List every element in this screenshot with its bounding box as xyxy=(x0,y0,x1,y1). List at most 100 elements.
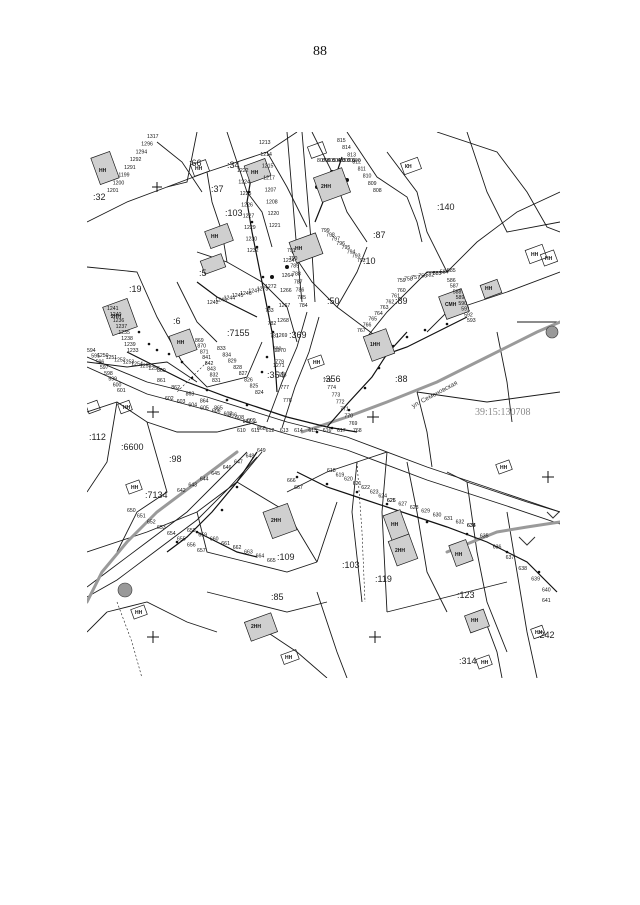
point-number-label: 587 xyxy=(450,284,459,290)
point-number-label: 804 xyxy=(332,158,341,164)
point-number-label: 800 xyxy=(352,158,361,164)
point-number-label: 667 xyxy=(294,485,303,491)
point-number-label: 797 xyxy=(331,237,340,243)
point-number-label: 604 xyxy=(188,402,197,408)
building-label: НН xyxy=(485,286,493,292)
point-number-label: 1213 xyxy=(259,140,271,146)
building-label: НН xyxy=(251,170,259,176)
point-number-label: 789 xyxy=(290,264,299,270)
point-number-label: 613 xyxy=(280,428,289,434)
parcel-label: :369 xyxy=(289,330,307,340)
point-number-label: 781 xyxy=(270,334,279,340)
point-number-label: 616 xyxy=(323,428,332,434)
point-number-label: 641 xyxy=(542,598,551,604)
parcel-label: :85 xyxy=(271,592,284,602)
parcel-label: :10 xyxy=(363,256,376,266)
point-number-label: 813 xyxy=(347,152,356,158)
point-number-label: 791 xyxy=(287,248,296,254)
point-number-label: 766 xyxy=(363,322,372,328)
point-number-label: 592 xyxy=(464,312,473,318)
building-label: НН xyxy=(123,405,131,411)
point-number-label: 585 xyxy=(447,268,456,274)
point-number-label: 871 xyxy=(200,349,209,355)
parcel-label: :87 xyxy=(373,230,386,240)
point-number-label: 1201 xyxy=(107,188,119,194)
point-number-label: 1200 xyxy=(113,180,125,186)
point-number-label: 782 xyxy=(268,321,277,327)
buildings-outline xyxy=(87,141,559,670)
point-number-label: 777 xyxy=(280,385,289,391)
point-number-label: 773 xyxy=(332,392,341,398)
point-number-label: 842 xyxy=(205,361,214,367)
parcel-label: :32 xyxy=(93,192,106,202)
point-number-label: 1272 xyxy=(265,284,277,290)
point-number-label: 608 xyxy=(235,415,244,421)
point-number-label: 1266 xyxy=(280,288,292,294)
main-street xyxy=(87,132,560,598)
building-label: 2НН xyxy=(111,314,121,320)
point-number-label: 610 xyxy=(237,428,246,434)
point-number-label: 829 xyxy=(228,359,237,365)
point-number-label: 865 xyxy=(214,405,223,411)
parcel-label: :242 xyxy=(537,630,555,640)
parcel-label: :123 xyxy=(457,590,475,600)
building-label: КН xyxy=(405,164,412,170)
point-number-label: 619 xyxy=(336,472,345,478)
point-number-label: 799 xyxy=(321,228,330,234)
building-label: НН xyxy=(195,166,203,172)
point-number-label: 1207 xyxy=(265,187,277,193)
point-number-label: 770 xyxy=(344,414,353,420)
point-number-label: 627 xyxy=(398,502,407,508)
round-markers xyxy=(117,325,559,598)
parcel-label: :354 xyxy=(267,370,285,380)
point-number-label: 793 xyxy=(352,254,361,260)
point-number-label: 1251 xyxy=(106,355,118,361)
point-number-label: 784 xyxy=(299,303,308,309)
point-number-label: 860 xyxy=(157,368,166,374)
point-number-label: 841 xyxy=(202,355,211,361)
point-number-label: 1241 xyxy=(107,306,119,312)
point-number-label: 665 xyxy=(267,558,276,564)
point-number-label: 609 xyxy=(247,418,256,424)
point-number-label: 780 xyxy=(273,347,282,353)
point-number-label: 637 xyxy=(506,555,515,561)
point-number-label: 591 xyxy=(461,307,470,313)
point-number-label: 649 xyxy=(257,448,266,454)
point-number-label: 803 xyxy=(337,158,346,164)
point-number-label: 1199 xyxy=(118,173,129,179)
point-number-label: 640 xyxy=(542,587,551,593)
point-number-label: 1229 xyxy=(244,225,256,231)
point-number-label: 593 xyxy=(467,318,476,324)
point-number-label: 642 xyxy=(177,488,186,494)
point-number-label: 806 xyxy=(322,158,331,164)
point-number-label: 758 xyxy=(404,277,413,283)
parcel-label: :103 xyxy=(342,560,360,570)
map-svg: :66 :34 :37 :32 :103 :87 :140 :10 :5 :19… xyxy=(87,132,560,678)
point-number-label: 811 xyxy=(358,167,366,173)
point-number-label: 594 xyxy=(87,348,96,354)
parcel-label: :7134 xyxy=(145,490,168,500)
building-label: НН xyxy=(500,465,508,471)
point-number-label: 774 xyxy=(327,385,336,391)
point-number-label: 783 xyxy=(265,308,274,314)
point-number-label: 625 xyxy=(387,498,396,504)
point-number-label: 595 xyxy=(91,354,100,360)
point-number-label: 634 xyxy=(467,523,476,529)
point-number-label: 787 xyxy=(294,279,303,285)
point-number-label: 1217 xyxy=(263,176,275,182)
point-number-label: 647 xyxy=(234,459,243,465)
point-number-label: 606 xyxy=(212,409,221,415)
parcel-label: :19 xyxy=(129,284,142,294)
parcel-label: :7155 xyxy=(227,328,250,338)
point-number-label: 1243 xyxy=(215,298,227,304)
point-number-label: 1244 xyxy=(224,295,236,301)
parcel-label: :103 xyxy=(225,208,243,218)
point-number-label: 764 xyxy=(374,311,383,317)
building-label: НН xyxy=(211,234,219,240)
point-number-label: 1250 xyxy=(97,353,109,359)
point-number-label: 643 xyxy=(188,482,197,488)
point-number-label: 651 xyxy=(137,514,146,520)
building-label: НН xyxy=(131,485,139,491)
point-number-label: 802 xyxy=(342,158,351,164)
point-number-label: 624 xyxy=(378,494,387,500)
